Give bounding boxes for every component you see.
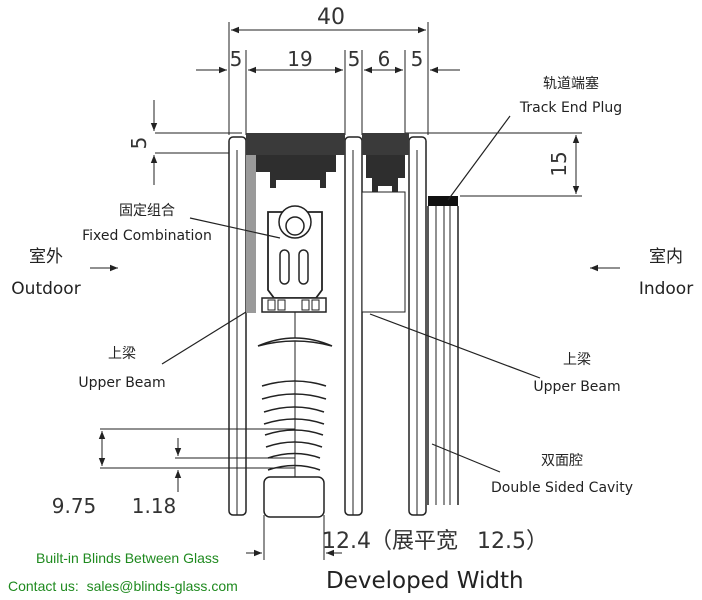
outdoor-zh: 室外	[29, 247, 63, 267]
dim-bottom-inner-label: 1.18	[132, 494, 177, 518]
contact-line: Contact us: sales@blinds-glass.com	[8, 578, 238, 594]
fixed-combination	[261, 205, 327, 313]
track-end-plug-zh: 轨道端塞	[543, 75, 599, 92]
developed-width-en-label: Developed Width	[326, 568, 524, 594]
dimension-right-height: 15	[405, 132, 582, 197]
dimension-segments: 5 19 5 6 5	[196, 47, 460, 135]
dim-cavity-left-label: 19	[287, 47, 312, 71]
dimension-top-gap: 5	[127, 100, 242, 185]
double-sided-cavity-zh: 双面腔	[541, 453, 583, 469]
dim-total-width-label: 40	[317, 5, 345, 30]
upper-beam-right-en: Upper Beam	[533, 379, 620, 395]
indoor-zh: 室内	[649, 247, 683, 267]
contact-email-link[interactable]: sales@blinds-glass.com	[86, 578, 238, 594]
dimension-total-width: 40	[228, 5, 429, 135]
dim-glass-left-label: 5	[230, 47, 243, 71]
blind-slats	[257, 312, 333, 518]
upper-beam-left-zh: 上梁	[108, 346, 136, 362]
developed-width-zh-label: （展平宽	[370, 529, 458, 554]
double-sided-cavity	[427, 196, 459, 505]
dimension-developed-width: 12.4 （展平宽 12.5 ） Developed Width	[246, 515, 548, 594]
developed-width-close-label: ）	[526, 529, 548, 554]
indoor-en: Indoor	[639, 279, 693, 299]
dim-right-height-label: 15	[547, 151, 571, 176]
dimension-bottom-left: 9.75 1.18	[52, 428, 295, 518]
double-sided-cavity-en: Double Sided Cavity	[491, 480, 633, 496]
slat-width-label: 12.4	[322, 529, 371, 554]
contact-label: Contact us:	[8, 578, 79, 594]
outdoor-en: Outdoor	[11, 279, 80, 299]
dim-top-gap-label: 5	[127, 137, 151, 150]
fixed-combination-zh: 固定组合	[119, 203, 175, 219]
dim-glass-mid-label: 5	[348, 47, 361, 71]
glass-panes	[228, 136, 427, 516]
dim-bottom-left-label: 9.75	[52, 494, 97, 518]
upper-beam-right-zh: 上梁	[563, 352, 591, 368]
track-end-plug-en: Track End Plug	[519, 100, 622, 116]
brand-line: Built-in Blinds Between Glass	[36, 550, 219, 566]
fixed-combination-en: Fixed Combination	[82, 228, 212, 244]
upper-beam-left-en: Upper Beam	[78, 375, 165, 391]
leader-lines	[161, 115, 541, 473]
dim-cavity-right-label: 6	[378, 47, 391, 71]
dim-glass-right-label: 5	[411, 47, 424, 71]
upper-frame	[246, 133, 409, 313]
developed-width-value-label: 12.5	[477, 529, 526, 554]
